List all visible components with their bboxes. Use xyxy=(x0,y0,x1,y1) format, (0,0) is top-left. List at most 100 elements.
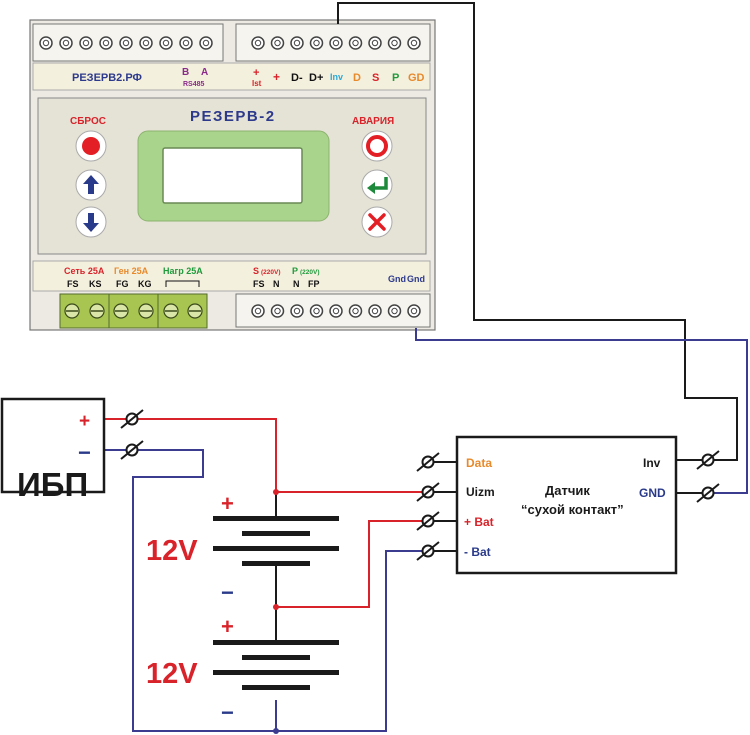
junction-dot xyxy=(273,489,279,495)
terminal-screw xyxy=(368,36,382,50)
terminal-screw xyxy=(139,36,153,50)
arrow-up-icon xyxy=(83,175,99,194)
plus-terminal-label: + xyxy=(273,70,280,84)
close-icon xyxy=(368,213,386,231)
fs-label: FS xyxy=(67,279,79,289)
terminal-screw xyxy=(59,36,73,50)
rs485-a-label: A xyxy=(201,67,208,78)
reset-button[interactable] xyxy=(75,130,107,162)
wire-ups-minus xyxy=(103,449,426,732)
sensor-left-terminals xyxy=(426,461,457,552)
wires xyxy=(103,2,748,732)
p220-volt: (220V) xyxy=(300,269,320,276)
terminal-screw xyxy=(309,304,324,318)
terminal-screw xyxy=(368,304,382,318)
alarm-button[interactable] xyxy=(361,130,393,162)
battery-2-minus: − xyxy=(221,700,234,725)
sensor-left-screws xyxy=(416,452,440,561)
battery-1-voltage: 12V xyxy=(146,535,198,567)
ring-icon xyxy=(366,135,388,157)
terminal-screw xyxy=(309,36,324,50)
nagr-bracket xyxy=(165,280,200,287)
arrow-down-icon xyxy=(83,213,99,232)
sensor-gnd-label: GND xyxy=(639,486,666,500)
bottom-label-strip xyxy=(32,260,431,292)
sensor-minus-bat-label: - Bat xyxy=(464,545,491,559)
ups-box: ИБП + − xyxy=(0,397,106,503)
sensor-title-2: “сухой контакт” xyxy=(521,502,624,517)
nagr-label: Нагр 25A xyxy=(163,266,203,276)
d-terminal-label: D xyxy=(353,72,361,84)
ist-label: Ist xyxy=(252,79,262,88)
cancel-button[interactable] xyxy=(361,206,393,238)
p-fp-label: FP xyxy=(308,279,320,289)
wire-ups-plus xyxy=(103,418,426,493)
terminal-screw xyxy=(270,36,285,50)
ups-minus: − xyxy=(78,440,91,465)
junction-dot xyxy=(273,728,279,734)
record-icon xyxy=(82,137,100,155)
reserve2-device: РЕЗЕРВ2.РФ B A RS485 + Ist + D- D+ Inv D… xyxy=(29,19,436,331)
p220-label: P xyxy=(292,266,298,276)
terminal-screw xyxy=(199,36,213,50)
p-terminal-label: P xyxy=(392,72,399,84)
battery-2-voltage: 12V xyxy=(146,658,198,690)
terminal-screw xyxy=(79,36,93,50)
wire-plus-bat xyxy=(276,520,426,608)
top-label-strip xyxy=(32,62,431,91)
terminal-screw xyxy=(329,304,343,318)
terminal-screw xyxy=(39,36,53,50)
sensor-uizm-label: Uizm xyxy=(466,485,495,499)
wire-inv xyxy=(337,2,738,461)
terminal-screw xyxy=(329,36,343,50)
display-screen xyxy=(162,147,303,204)
gnd-label-2: Gnd xyxy=(407,274,425,284)
ups-label: ИБП xyxy=(17,466,88,503)
gnd-label-1: Gnd xyxy=(388,274,406,284)
s-terminal-label: S xyxy=(372,72,379,84)
ups-screws xyxy=(120,409,144,460)
s-fs-label: FS xyxy=(253,279,265,289)
s220-volt: (220V) xyxy=(261,269,281,276)
power-screws xyxy=(64,303,203,319)
terminal-screw xyxy=(159,36,173,50)
sensor-right-screws xyxy=(696,450,720,503)
terminal-screw xyxy=(251,36,265,50)
sensor-data-label: Data xyxy=(466,456,492,470)
ups-plus: + xyxy=(79,411,90,432)
enter-icon xyxy=(374,177,388,190)
terminal-screw xyxy=(387,304,402,318)
sensor-title-1: Датчик xyxy=(545,483,590,498)
terminal-screw xyxy=(99,36,113,50)
d-plus-label: D+ xyxy=(309,72,323,84)
wire-gnd xyxy=(415,328,748,494)
sensor-box: Data Uizm + Bat - Bat Датчик “сухой конт… xyxy=(455,435,678,575)
alarm-label: АВАРИЯ xyxy=(352,116,394,127)
terminal-screw xyxy=(387,36,402,50)
sensor-inv-label: Inv xyxy=(643,456,661,470)
up-button[interactable] xyxy=(75,169,107,201)
terminal-screw xyxy=(290,36,304,50)
ist-plus-label: + xyxy=(253,67,259,79)
terminal-screw xyxy=(251,304,265,318)
terminal-screw xyxy=(348,304,363,318)
bottom-screws-right xyxy=(251,304,421,318)
power-terminals xyxy=(59,293,208,329)
terminal-screw xyxy=(348,36,363,50)
site-label: РЕЗЕРВ2.РФ xyxy=(72,72,142,84)
enter-button[interactable] xyxy=(361,169,393,201)
junction-dot xyxy=(273,604,279,610)
down-button[interactable] xyxy=(75,206,107,238)
s-n-label: N xyxy=(273,279,280,289)
terminal-screw xyxy=(290,304,304,318)
battery-1: + − 12V xyxy=(146,491,339,605)
terminal-screw xyxy=(119,36,133,50)
terminal-screw xyxy=(407,36,421,50)
top-screws-right xyxy=(251,36,421,50)
rs485-b-label: B xyxy=(182,67,189,78)
top-screws-left xyxy=(39,36,213,50)
s220-label: S xyxy=(253,266,259,276)
d-minus-label: D- xyxy=(291,72,303,84)
reset-label: СБРОС xyxy=(70,116,106,127)
